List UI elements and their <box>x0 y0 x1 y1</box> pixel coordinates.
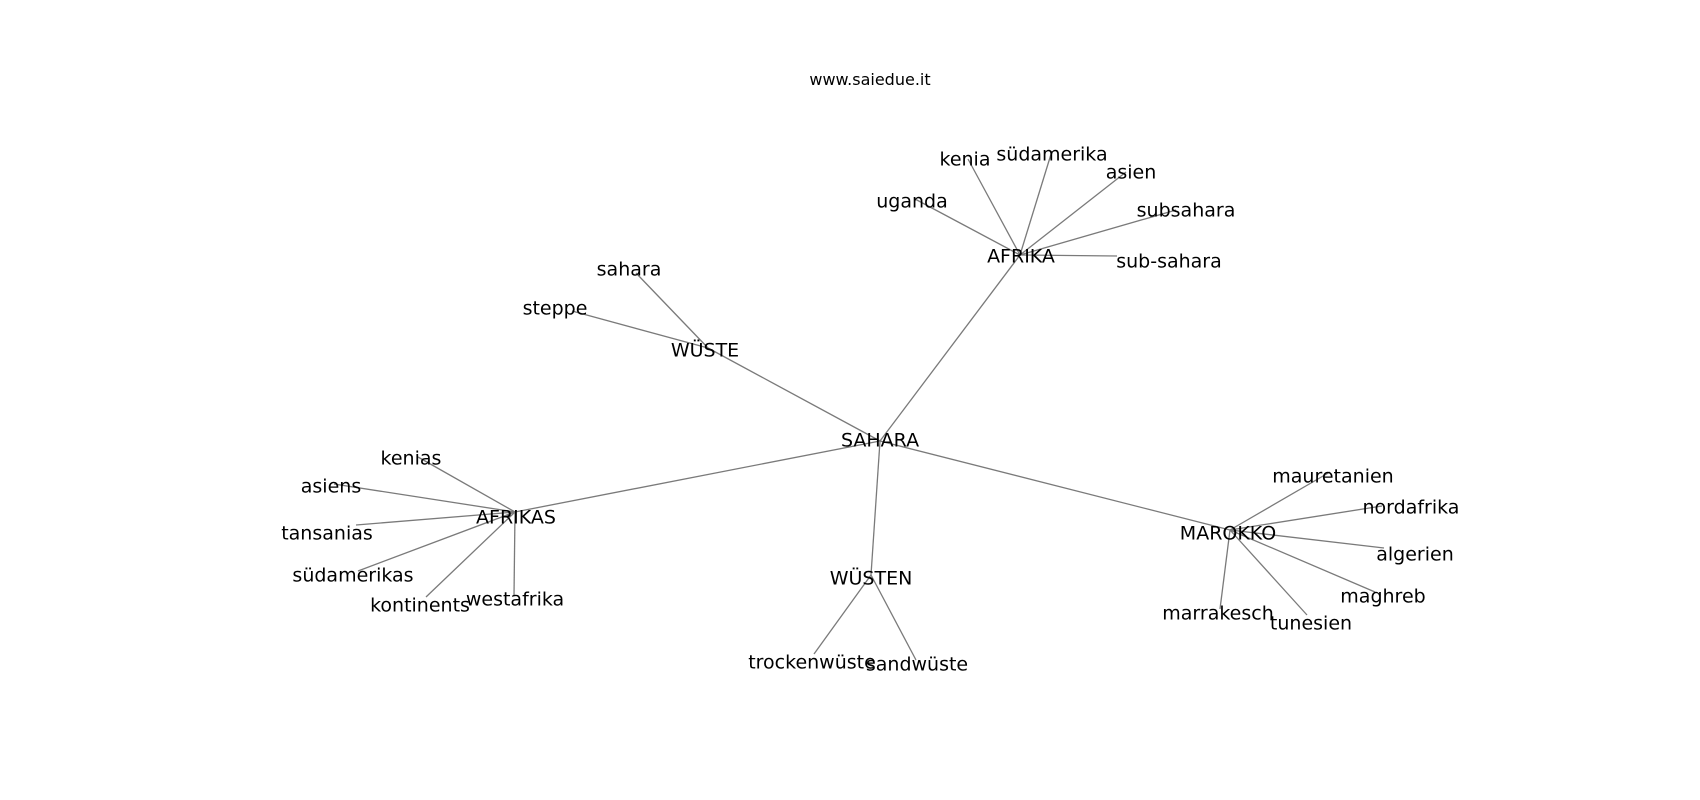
edge-afrika-to-suedamerika <box>1019 150 1053 256</box>
edge-afrikas-to-asiens <box>333 483 516 513</box>
edge-afrika-to-kenia <box>967 158 1021 256</box>
edge-wueste-to-sahara <box>635 272 709 349</box>
edge-afrika-to-uganda <box>914 198 1021 256</box>
edge-marokko-to-marrakesch <box>1219 529 1231 610</box>
edge-wuesten-to-trockenwueste <box>813 574 872 655</box>
node-hub-marokko: MAROKKO <box>1180 523 1276 545</box>
edge-wuesten-to-sandwueste <box>870 574 917 661</box>
node-leaf-trockenwueste: trockenwüste <box>748 652 876 674</box>
edge-afrika-to-subsahara <box>1019 209 1177 256</box>
edge-root-to-marokko <box>879 440 1231 531</box>
node-leaf-westafrika: westafrika <box>466 589 564 611</box>
node-leaf-uganda: uganda <box>876 191 948 213</box>
node-hub-wueste: WÜSTE <box>671 339 739 362</box>
edge-afrikas-to-kenias <box>417 456 516 513</box>
labels-layer: SAHARA WÜSTE sahara steppe AFRIKA uganda kenia… <box>281 144 1459 676</box>
node-hub-afrikas: AFRIKAS <box>476 507 556 529</box>
site-watermark: www.saiedue.it <box>809 70 931 89</box>
edge-root-to-afrikas <box>514 440 881 513</box>
node-leaf-nordafrika: nordafrika <box>1363 497 1460 519</box>
node-hub-wuesten: WÜSTEN <box>830 567 913 590</box>
edge-afrika-to-sub-sahara <box>1019 254 1118 257</box>
edge-root-to-wueste <box>707 347 881 442</box>
node-root-sahara: SAHARA <box>841 430 919 452</box>
node-leaf-sahara: sahara <box>597 259 662 281</box>
edge-marokko-to-maghreb <box>1229 529 1376 593</box>
edge-marokko-to-mauretanien <box>1229 471 1331 531</box>
edge-afrikas-to-kontinents <box>425 511 516 598</box>
node-leaf-tunesien: tunesien <box>1270 613 1352 635</box>
edge-wueste-to-steppe <box>571 310 709 349</box>
node-leaf-marrakesch: marrakesch <box>1162 603 1274 625</box>
node-leaf-maghreb: maghreb <box>1340 586 1425 608</box>
node-leaf-suedamerikas: südamerikas <box>292 565 413 587</box>
edge-marokko-to-nordafrika <box>1229 505 1383 531</box>
edge-afrikas-to-tansanias <box>355 511 516 526</box>
edge-root-to-afrika <box>879 254 1021 442</box>
node-leaf-kenias: kenias <box>381 448 442 470</box>
edge-afrikas-to-westafrika <box>513 511 516 597</box>
node-leaf-asien: asien <box>1106 162 1157 184</box>
edge-marokko-to-algerien <box>1229 529 1385 549</box>
node-leaf-kenia: kenia <box>940 149 991 171</box>
edges-layer <box>333 150 1385 661</box>
edge-afrika-to-asien <box>1019 171 1127 256</box>
node-leaf-mauretanien: mauretanien <box>1272 466 1393 488</box>
node-hub-afrika: AFRIKA <box>987 246 1055 268</box>
node-leaf-tansanias: tansanias <box>281 523 373 545</box>
node-leaf-sandwueste: sandwüste <box>866 654 968 676</box>
node-leaf-subsahara: subsahara <box>1137 200 1236 222</box>
node-leaf-suedamerika: südamerika <box>996 144 1107 166</box>
edge-marokko-to-tunesien <box>1229 529 1308 616</box>
node-leaf-steppe: steppe <box>523 298 588 320</box>
node-leaf-algerien: algerien <box>1376 544 1454 566</box>
node-leaf-asiens: asiens <box>301 476 361 498</box>
node-leaf-kontinents: kontinents <box>370 595 470 617</box>
edge-root-to-wuesten <box>870 440 881 576</box>
edge-afrikas-to-suedamerikas <box>357 511 516 572</box>
node-leaf-sub-sahara: sub-sahara <box>1116 251 1222 273</box>
